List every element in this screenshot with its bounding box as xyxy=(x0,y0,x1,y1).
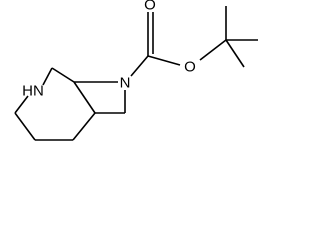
bond-c2-c3 xyxy=(72,112,96,141)
structure-diagram: HN N O O xyxy=(14,0,258,141)
bond-n-carbonyl-c xyxy=(130,55,149,77)
piperidine-ring xyxy=(14,67,96,141)
bond-c6-c1 xyxy=(51,67,75,83)
bond-c4-c5 xyxy=(14,112,36,141)
atom-label-n: N xyxy=(120,75,131,92)
boc-group xyxy=(130,6,258,77)
atom-label-ester-o: O xyxy=(184,59,196,76)
atom-labels: HN N O O xyxy=(22,0,196,100)
azetidine-ring xyxy=(74,81,126,114)
bond-nh-c6 xyxy=(42,67,53,86)
bond-c1-c2 xyxy=(73,81,96,114)
atom-label-nh: HN xyxy=(22,83,44,100)
bond-tbu-methyl-bottom xyxy=(225,39,245,68)
bond-ester-o-tbu-c xyxy=(199,39,227,61)
bond-carbonyl-ester-o xyxy=(147,55,181,66)
atom-label-carbonyl-o: O xyxy=(144,0,156,14)
bond-c5-nh xyxy=(14,95,29,114)
